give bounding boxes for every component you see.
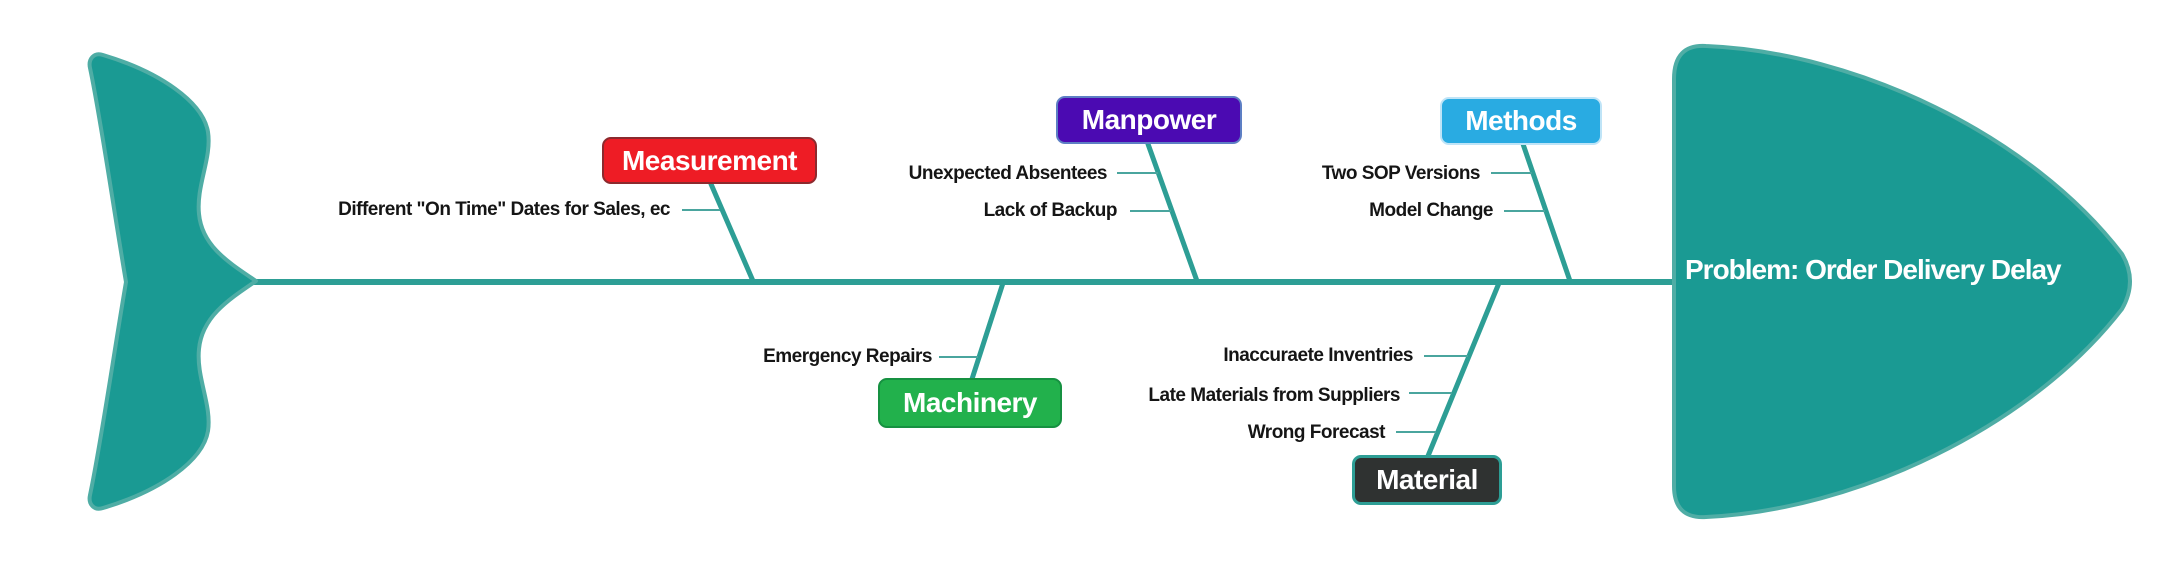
category-label-machinery: Machinery	[903, 387, 1038, 418]
cause-label-methods-2: Model Change	[1369, 200, 1493, 221]
bone-manpower	[1145, 141, 1200, 284]
category-box-material: Material	[1352, 455, 1502, 505]
category-label-measurement: Measurement	[621, 144, 798, 176]
cause-label-methods-1: Two SOP Versions	[1321, 163, 1481, 184]
category-label-manpower: Manpower	[1081, 104, 1217, 135]
problem-label: Problem: Order Delivery Delay	[1685, 254, 2062, 285]
bone-measurement	[708, 181, 756, 284]
bone-machinery	[969, 280, 1006, 382]
bone-material	[1425, 280, 1502, 459]
category-box-machinery: Machinery	[878, 378, 1062, 428]
bone-methods	[1520, 141, 1573, 284]
cause-label-machinery-1: Emergency Repairs	[763, 346, 932, 367]
category-box-methods: Methods	[1440, 97, 1602, 145]
fish-tail-shape	[87, 52, 258, 511]
category-box-measurement: Measurement	[602, 137, 817, 184]
cause-label-material-2: Late Materials from Suppliers	[1148, 385, 1400, 406]
category-box-manpower: Manpower	[1056, 96, 1242, 144]
cause-label-material-3: Wrong Forecast	[1247, 422, 1386, 443]
cause-label-material-1: Inaccuraete Inventries	[1223, 345, 1413, 366]
cause-label-measurement-1: Different "On Time" Dates for Sales, ec	[338, 199, 670, 220]
category-label-material: Material	[1376, 464, 1478, 495]
cause-label-manpower-1: Unexpected Absentees	[908, 163, 1108, 184]
fish-head-shape	[1672, 43, 2132, 520]
cause-label-manpower-2: Lack of Backup	[983, 200, 1118, 221]
category-label-methods: Methods	[1465, 105, 1577, 136]
